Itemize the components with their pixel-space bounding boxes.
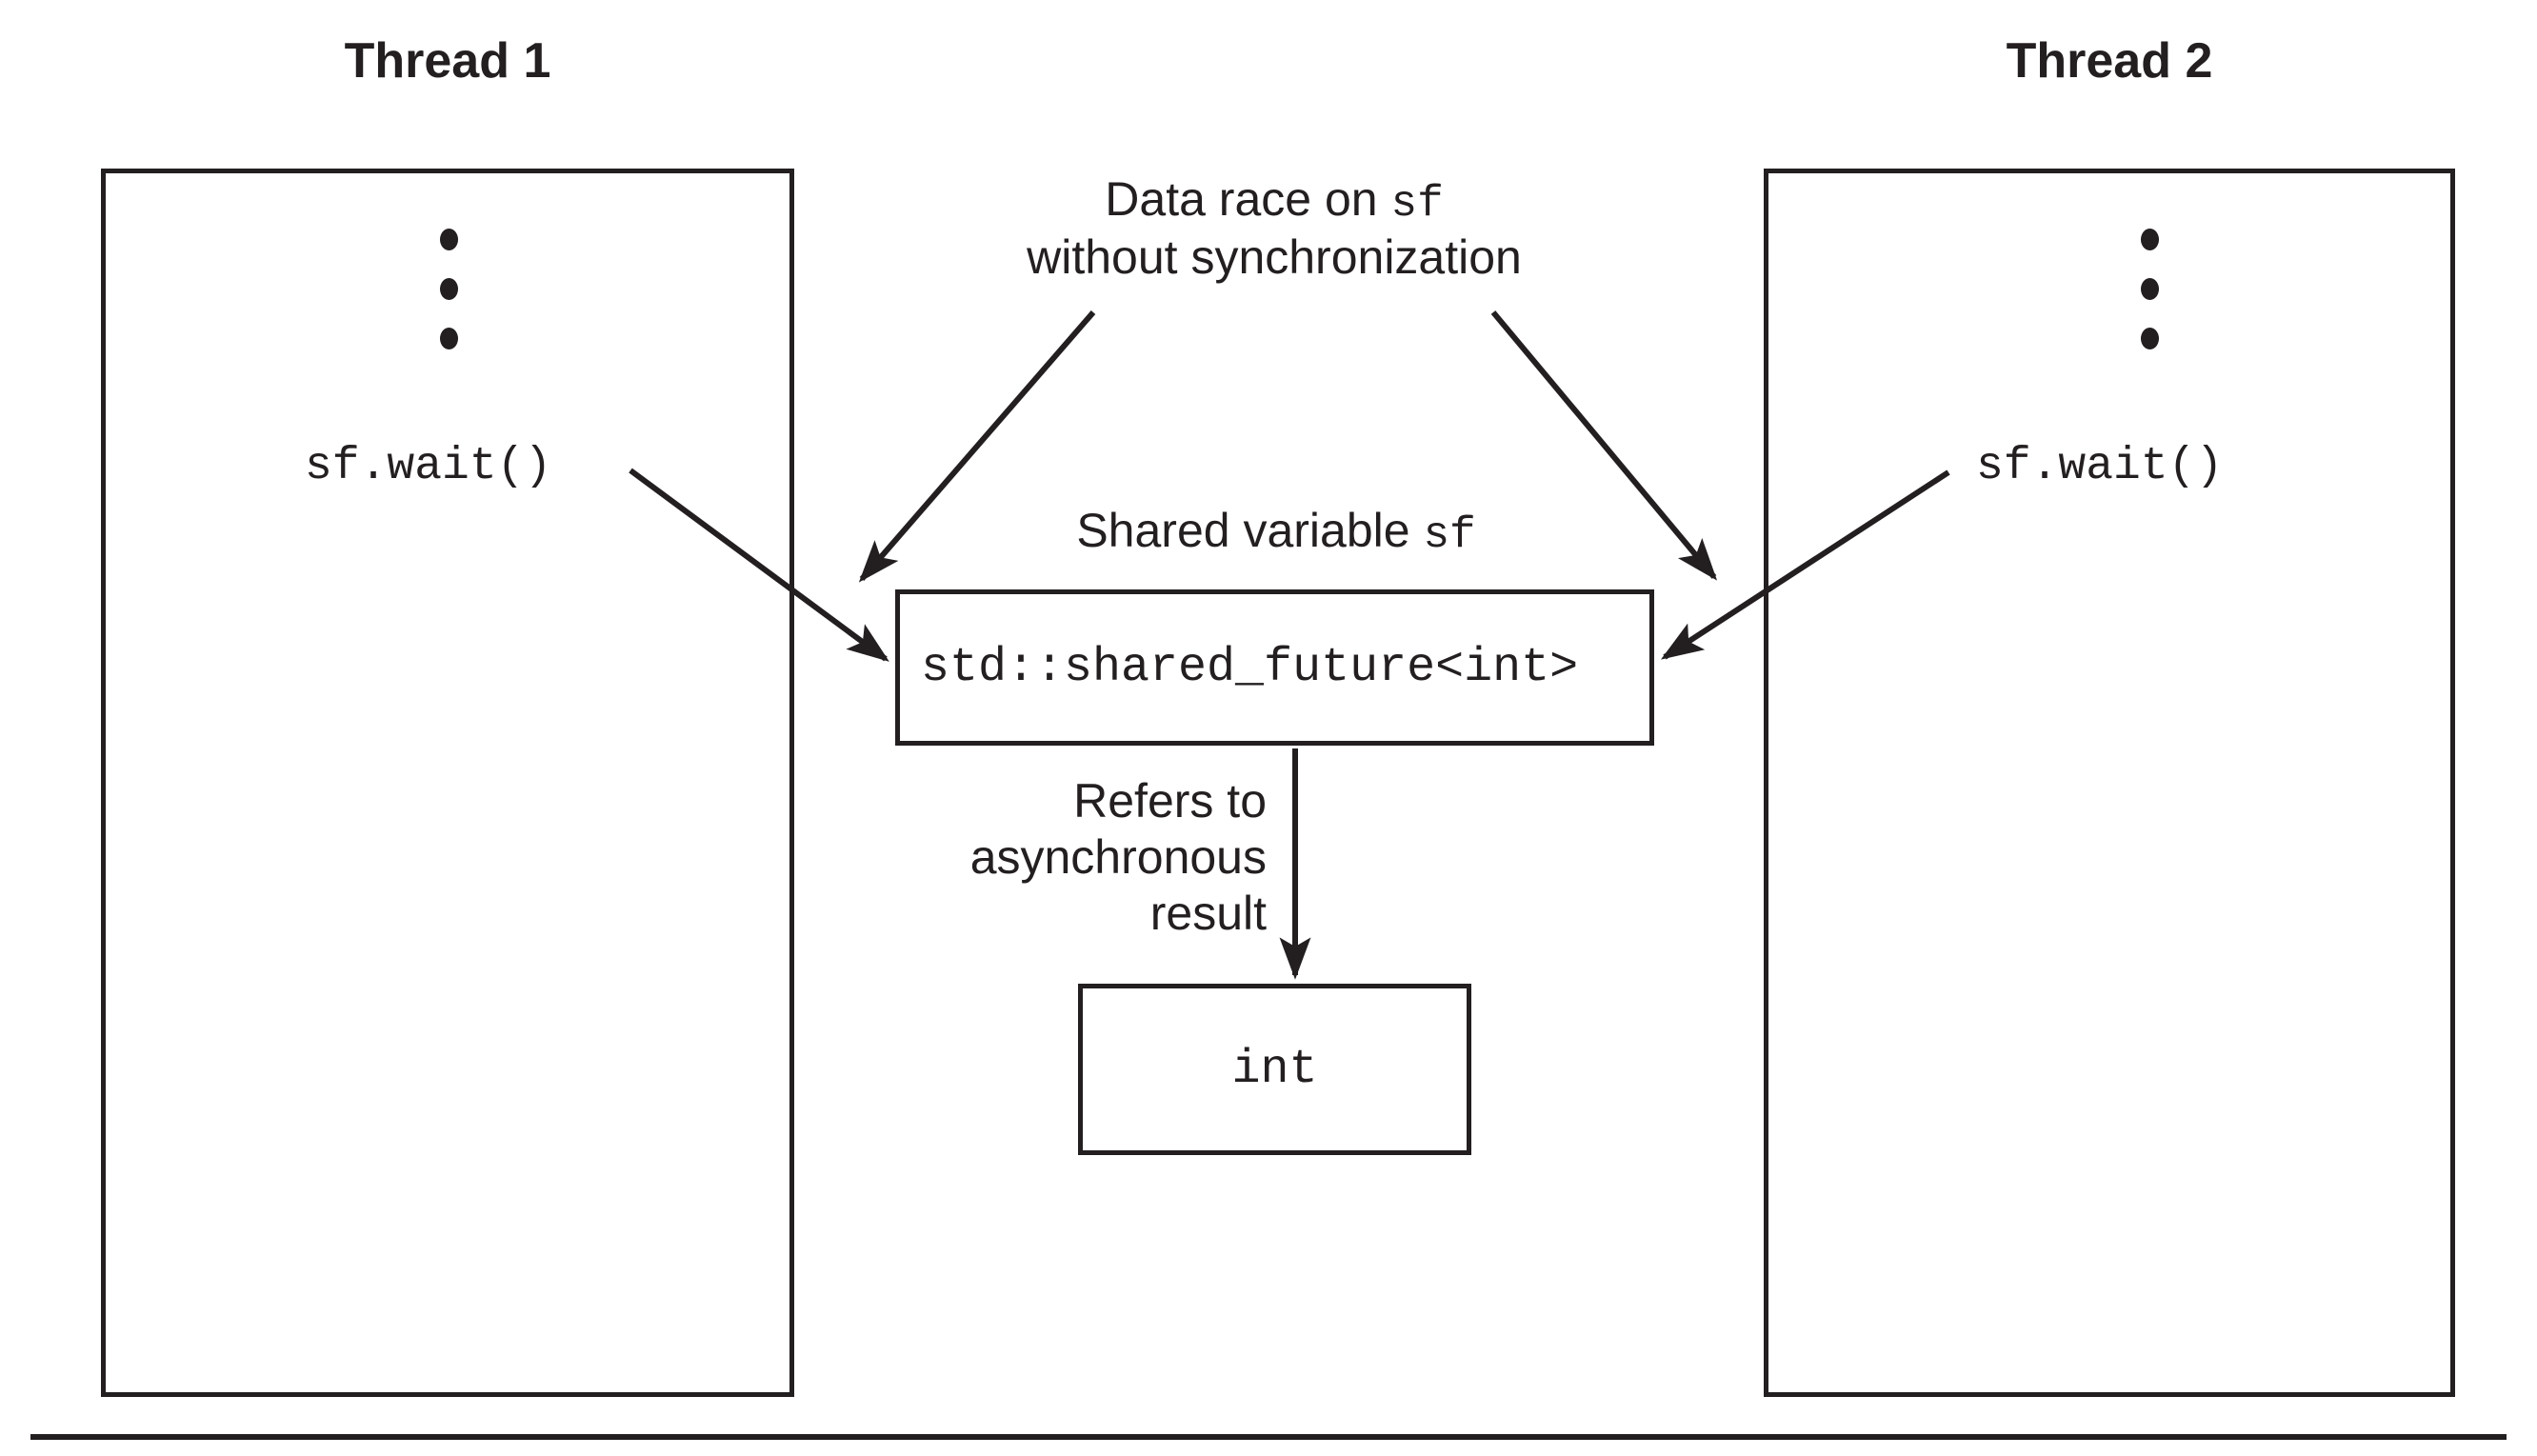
thread1-frame bbox=[101, 169, 794, 1397]
shared-future-box: std::shared_future<int> bbox=[895, 589, 1654, 746]
thread1-title: Thread 1 bbox=[344, 33, 551, 89]
ellipsis-dot bbox=[439, 278, 458, 300]
thread1-ellipsis-dots bbox=[436, 229, 461, 349]
shared-variable-line: Shared variable sf bbox=[971, 503, 1581, 561]
shared-variable-prefix: Shared variable bbox=[1076, 504, 1424, 557]
ellipsis-dot bbox=[2140, 328, 2159, 349]
shared-variable-annotation: Shared variable sf bbox=[971, 503, 1581, 561]
refers-to-annotation: Refers to asynchronous result bbox=[886, 773, 1267, 942]
ellipsis-dot bbox=[439, 229, 458, 250]
thread2-ellipsis-dots bbox=[2137, 229, 2162, 349]
thread2-wait-call: sf.wait() bbox=[1976, 441, 2224, 492]
ellipsis-dot bbox=[2140, 278, 2159, 300]
refers-to-line2: asynchronous bbox=[969, 830, 1267, 884]
data-race-line2: without synchronization bbox=[1027, 230, 1522, 285]
refers-to-line1: Refers to bbox=[1073, 774, 1267, 828]
data-race-variable: sf bbox=[1390, 179, 1444, 229]
thread2-frame bbox=[1764, 169, 2455, 1397]
data-race-annotation: Data race on sf without synchronization bbox=[969, 171, 1579, 286]
bottom-divider bbox=[30, 1434, 2507, 1440]
shared-variable-name: sf bbox=[1423, 510, 1476, 560]
thread2-title: Thread 2 bbox=[2006, 33, 2213, 89]
ellipsis-dot bbox=[2140, 229, 2159, 250]
data-race-line1: Data race on sf bbox=[969, 171, 1579, 229]
ellipsis-dot bbox=[439, 328, 458, 349]
data-race-line1-prefix: Data race on bbox=[1105, 172, 1391, 226]
refers-to-line3: result bbox=[1149, 887, 1267, 940]
result-int-box: int bbox=[1078, 984, 1471, 1155]
thread1-wait-call: sf.wait() bbox=[305, 441, 552, 492]
